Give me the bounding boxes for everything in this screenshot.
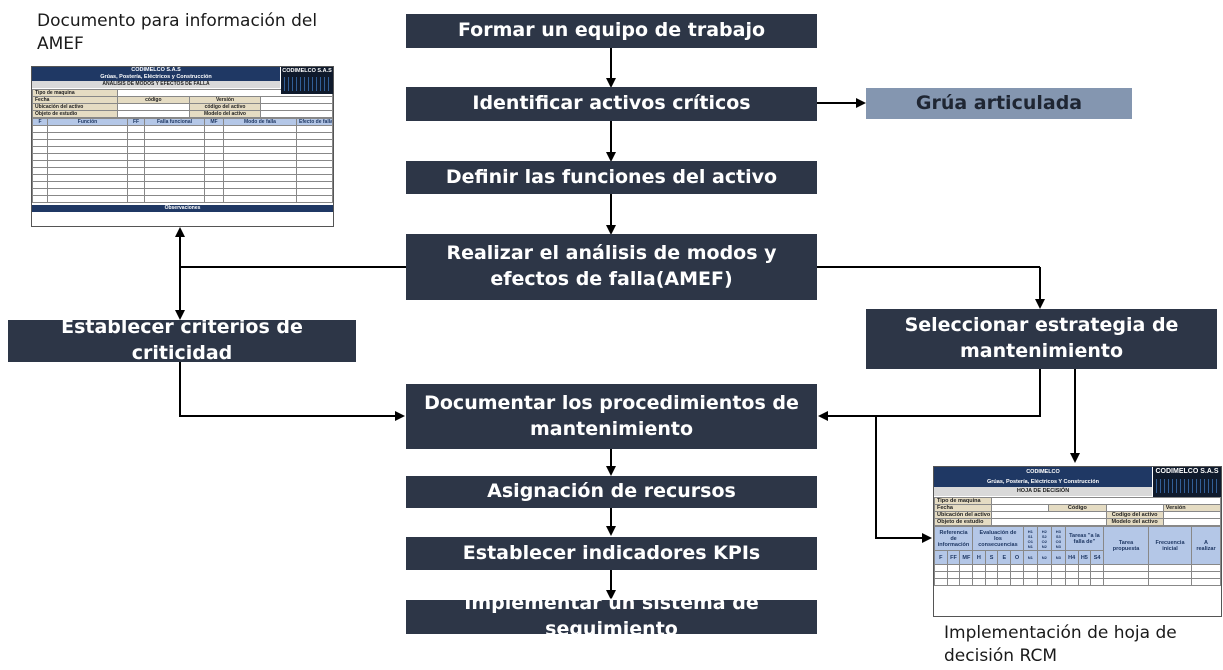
- rcm-document-thumbnail: CODIMELCO Grúas, Postería, Eléctricos Y …: [933, 466, 1222, 617]
- amef-company: CODIMELCO S.A.S: [32, 67, 280, 74]
- rcm-sub-n1: N1: [1022, 550, 1038, 565]
- amef-col-efecto: Efecto de fallas: [296, 118, 333, 126]
- amef-subtitle: Grúas, Postería, Eléctricos y Construcci…: [32, 74, 280, 81]
- step-indicadores-kpis: Establecer indicadores KPIs: [406, 537, 817, 570]
- rcm-field-ubicacion: Ubicación del activo: [934, 511, 992, 519]
- rcm-header-tareas: Tareas "a la falla de": [1064, 526, 1105, 551]
- rcm-field-modelo: Modelo del activo: [1105, 518, 1164, 526]
- amef-observaciones: Observaciones: [32, 205, 333, 212]
- amef-col-ff: FF: [127, 118, 145, 126]
- rcm-sub-o: O: [1010, 550, 1024, 565]
- rcm-sub-n2: N2: [1036, 550, 1052, 565]
- amef-field-tipo: Tipo de maquina: [32, 89, 118, 97]
- rcm-sub-h: H: [972, 550, 986, 565]
- amef-field-objeto: Objeto de estudio: [32, 110, 118, 118]
- rcm-subtitle: Grúas, Postería, Eléctricos Y Construcci…: [934, 477, 1152, 487]
- rcm-field-codigo-activo: Codigo del activo: [1105, 511, 1164, 519]
- amef-col-modo-falla: Modo de falla: [223, 118, 297, 126]
- step-asignacion-recursos: Asignación de recursos: [406, 476, 817, 508]
- amef-document-thumbnail: CODIMELCO S.A.S Grúas, Postería, Eléctri…: [31, 66, 334, 227]
- step-criterios-criticidad: Establecer criterios de criticidad: [8, 316, 356, 364]
- amef-field-modelo: Modelo del activo: [188, 110, 262, 118]
- rcm-doc-caption: Implementación de hoja de decisión RCM: [944, 623, 1177, 666]
- rcm-sub-h4: H4: [1064, 550, 1079, 565]
- rcm-field-tipo: Tipo de maquina: [934, 497, 992, 505]
- rcm-field-fecha: Fecha: [934, 504, 992, 512]
- amef-doc-caption: Documento para información del AMEF: [37, 11, 318, 54]
- amef-field-fecha: Fecha: [32, 96, 118, 104]
- amef-field-codigo-activo: código del activo: [188, 103, 262, 111]
- arrow-estrategia-documentar: [818, 369, 1041, 421]
- rcm-field-objeto: Objeto de estudio: [934, 518, 992, 526]
- rcm-fields-table: Tipo de maquina Fecha Código Versión Ubica…: [934, 497, 1221, 526]
- rcm-company: CODIMELCO: [934, 467, 1152, 477]
- rcm-header-h3: H3 S3 O3 N3: [1050, 526, 1066, 551]
- step-identificar-activos: Identificar activos críticos: [406, 87, 817, 121]
- rcm-header-evaluacion: Evaluación de los consecuencias: [972, 526, 1024, 551]
- grua-articulada-box: Grúa articulada: [866, 88, 1132, 119]
- step-documentar-procedimientos: Documentar los procedimientos de manteni…: [406, 384, 817, 449]
- amef-field-codigo: código: [117, 96, 190, 104]
- rcm-sub-mf: MF: [959, 550, 974, 565]
- arrow-criterios-documentar: [179, 362, 405, 421]
- rcm-header-referencia: Referencia de información: [934, 526, 974, 551]
- rcm-header-h2: H2 S2 O2 N2: [1036, 526, 1052, 551]
- amef-col-mf: MF: [204, 118, 224, 126]
- rcm-sub-ff: FF: [946, 550, 961, 565]
- step-realizar-amef: Realizar el análisis de modos y efectos …: [406, 234, 817, 300]
- amef-main-table: F Función FF Falla funcional MF Modo de …: [32, 118, 333, 203]
- amef-col-f: F: [32, 118, 48, 126]
- step-estrategia-mantenimiento: Seleccionar estrategia de mantenimiento: [866, 309, 1217, 369]
- amef-logo: CODIMELCO S.A.S: [281, 67, 333, 94]
- amef-title: ANÁLISIS DE MODOS Y EFECTOS DE FALLA: [32, 81, 280, 88]
- step-formar-equipo: Formar un equipo de trabajo: [406, 14, 817, 48]
- rcm-field-version: Versión: [1162, 504, 1221, 512]
- rcm-header-frecuencia: Frecuencia inicial: [1148, 526, 1192, 565]
- rcm-sub-n3: N3: [1050, 550, 1066, 565]
- step-definir-funciones: Definir las funciones del activo: [406, 161, 817, 194]
- amef-col-funcion: Función: [47, 118, 128, 126]
- step-sistema-seguimiento: Implementar un sistema de seguimiento: [406, 592, 817, 640]
- rcm-field-codigo: Código: [1048, 504, 1107, 512]
- amef-col-falla-funcional: Falla funcional: [144, 118, 205, 126]
- rcm-title: HOJA DE DECISIÓN: [934, 487, 1152, 496]
- rcm-main-table: Referencia de información Evaluación de …: [934, 526, 1221, 586]
- rcm-header-tarea-propuesta: Tarea propuesta: [1103, 526, 1149, 565]
- rcm-header-realizar: A realizar: [1191, 526, 1221, 565]
- rcm-logo-text: CODIMELCO S.A.S: [1155, 468, 1219, 475]
- rcm-sub-h5: H5: [1077, 550, 1092, 565]
- rcm-sub-s: S: [984, 550, 999, 565]
- rcm-sub-s4: S4: [1090, 550, 1104, 565]
- rcm-sub-f: F: [934, 550, 948, 565]
- rcm-sub-e: E: [997, 550, 1012, 565]
- amef-field-version: Versión: [188, 96, 262, 104]
- amef-field-ubicacion: Ubicación del activo: [32, 103, 118, 111]
- rcm-header-h1: H1 S1 O1 N1: [1022, 526, 1038, 551]
- rcm-logo: CODIMELCO S.A.S: [1153, 467, 1221, 497]
- arrow-to-rcm-doc: [875, 416, 932, 543]
- amef-logo-text: CODIMELCO S.A.S: [282, 68, 332, 74]
